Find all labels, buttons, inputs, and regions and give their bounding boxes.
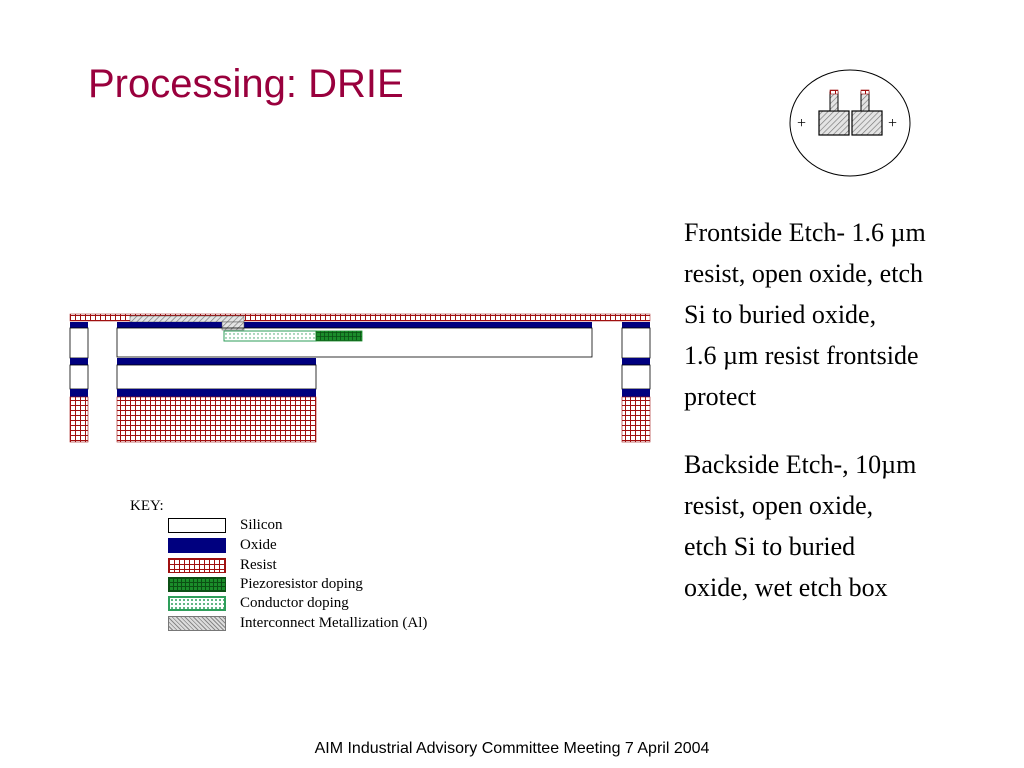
paragraph-line: resist, open oxide,	[684, 491, 874, 520]
paragraph-line: 1.6 µm resist frontside	[684, 341, 919, 370]
paragraph-line: etch Si to buried	[684, 532, 856, 561]
inset-right-post-cap	[860, 89, 870, 95]
back-oxide-right	[622, 389, 650, 397]
slide-footer: AIM Industrial Advisory Committee Meetin…	[314, 740, 710, 757]
inset-device-diagram: + +	[789, 69, 911, 177]
inset-circle	[789, 69, 911, 177]
metal-via	[221, 321, 245, 331]
device-silicon-right	[621, 327, 651, 359]
cross-section-diagram	[69, 313, 651, 443]
buried-oxide-center	[117, 358, 316, 365]
key-label: Piezoresistor doping	[240, 576, 363, 592]
handle-silicon-right	[621, 364, 651, 390]
inset-left-block	[818, 110, 850, 136]
conductor-doping-region	[223, 330, 317, 342]
key-label: Interconnect Metallization (Al)	[240, 615, 428, 631]
inset-left-post	[829, 91, 839, 112]
inset-right-block	[851, 110, 883, 136]
paragraph-line: Backside Etch-, 10µm	[684, 450, 917, 479]
top-oxide-right	[622, 322, 650, 328]
paragraph-line: resist, open oxide, etch	[684, 259, 923, 288]
inset-left-symbol: +	[797, 115, 806, 132]
handle-silicon-center	[116, 364, 317, 390]
frontside-etch-paragraph: Frontside Etch- 1.6 µm resist, open oxid…	[684, 212, 1014, 417]
device-silicon-left	[69, 327, 89, 359]
paragraph-line: Frontside Etch- 1.6 µm	[684, 218, 926, 247]
slide-title: Processing: DRIE	[88, 62, 404, 106]
conductor-swatch	[168, 596, 226, 611]
device-silicon-beam	[116, 327, 593, 358]
inset-left-post-cap	[829, 89, 839, 95]
back-resist-center	[116, 396, 317, 443]
back-resist-left	[69, 396, 89, 443]
inset-right-symbol: +	[888, 115, 897, 132]
paragraph-line: oxide, wet etch box	[684, 573, 888, 602]
inset-right-post	[860, 91, 870, 112]
key-title: KEY:	[130, 498, 164, 514]
back-resist-right	[621, 396, 651, 443]
key-label: Conductor doping	[240, 595, 349, 611]
silicon-swatch	[168, 518, 226, 533]
back-oxide-left	[70, 389, 88, 397]
back-oxide-center	[117, 389, 316, 397]
oxide-swatch	[168, 538, 226, 553]
metallization-strip	[129, 315, 245, 323]
piezoresistor-swatch	[168, 577, 226, 592]
top-oxide-center	[117, 322, 592, 328]
key-label: Oxide	[240, 537, 277, 553]
key-label: Silicon	[240, 517, 283, 533]
metallization-swatch	[168, 616, 226, 631]
paragraph-line: Si to buried oxide,	[684, 300, 877, 329]
resist-swatch	[168, 558, 226, 573]
piezoresistor-doping-region	[315, 330, 363, 342]
backside-etch-paragraph: Backside Etch-, 10µm resist, open oxide,…	[684, 444, 1014, 608]
buried-oxide-right	[622, 358, 650, 365]
key-label: Resist	[240, 557, 277, 573]
handle-silicon-left	[69, 364, 89, 390]
top-oxide-left	[70, 322, 88, 328]
top-resist-layer	[69, 313, 651, 322]
buried-oxide-left	[70, 358, 88, 365]
paragraph-line: protect	[684, 382, 757, 411]
